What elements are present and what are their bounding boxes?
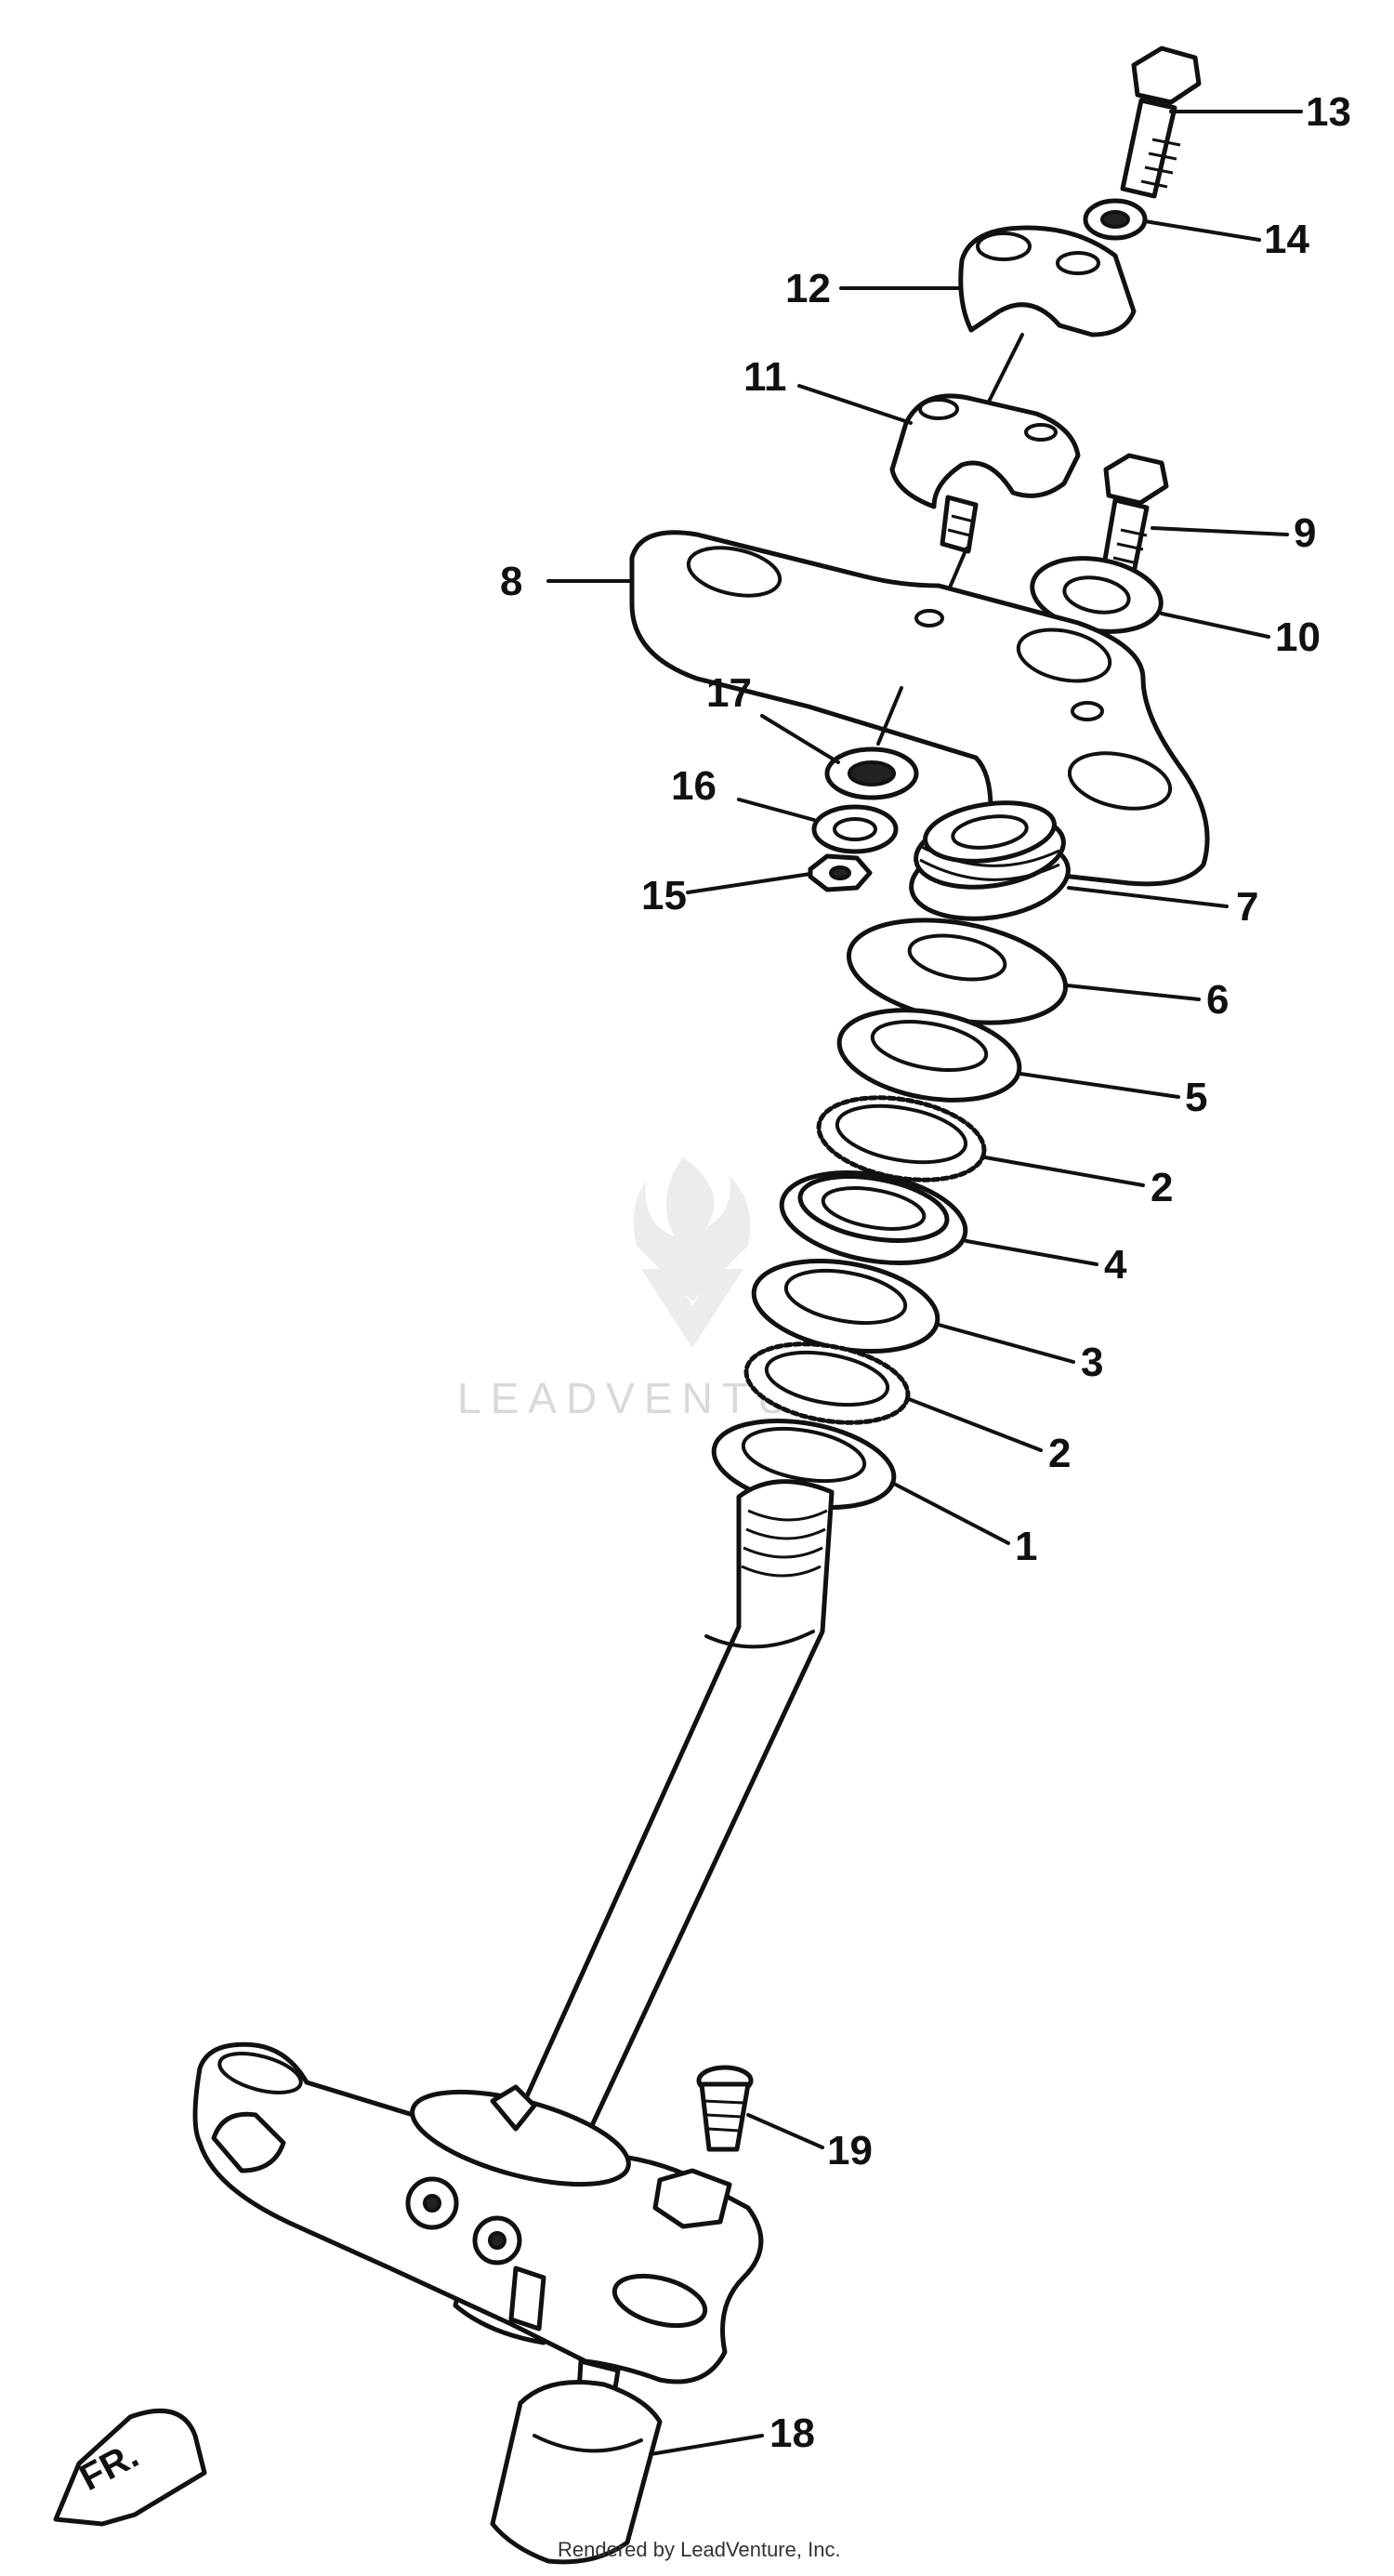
part-17-nut <box>824 746 919 800</box>
callout-5: 5 <box>1185 1075 1207 1120</box>
part-9-bolt <box>1101 453 1169 575</box>
part-4-race <box>779 1169 968 1266</box>
part-10-washer <box>1030 556 1164 634</box>
callout-18: 18 <box>769 2411 815 2456</box>
callout-2-upper: 2 <box>1151 1165 1173 1210</box>
callout-8: 8 <box>500 559 522 604</box>
callout-14: 14 <box>1264 217 1309 262</box>
part-5-washer <box>836 1008 1022 1103</box>
callout-7: 7 <box>1236 884 1258 930</box>
callout-2-lower: 2 <box>1048 1431 1071 1476</box>
callout-9: 9 <box>1294 510 1316 556</box>
part-lower-bracket <box>192 2041 764 2384</box>
front-direction-arrow: FR. <box>53 2408 207 2527</box>
callout-4: 4 <box>1104 1242 1127 1288</box>
callout-19: 19 <box>827 2128 873 2173</box>
callout-1: 1 <box>1015 1524 1037 1569</box>
callout-6: 6 <box>1206 977 1229 1023</box>
callout-13: 13 <box>1306 89 1351 135</box>
callout-11: 11 <box>743 354 787 400</box>
callout-16: 16 <box>671 763 717 809</box>
leader-lines <box>546 110 1303 2456</box>
part-2-bearing-lower <box>743 1341 911 1425</box>
part-14-washer <box>1083 198 1148 241</box>
part-8-upper-bracket <box>629 530 1210 887</box>
watermark-logo <box>633 1157 751 1348</box>
part-2-bearing-upper <box>816 1095 987 1182</box>
callout-17: 17 <box>706 670 752 716</box>
part-16-washer <box>811 804 899 854</box>
callout-15: 15 <box>641 873 687 918</box>
part-7-ring-nut <box>909 800 1071 921</box>
part-12-upper-holder <box>958 225 1137 337</box>
part-15-small-nut <box>808 853 873 892</box>
callout-10: 10 <box>1275 614 1321 660</box>
part-11-lower-holder <box>889 393 1081 554</box>
credit-text: Rendered by LeadVenture, Inc. <box>558 2538 841 2561</box>
callout-labels: 13 14 12 11 9 8 10 17 16 7 15 6 5 2 4 3 … <box>500 89 1351 2456</box>
part-13-bolt <box>1120 46 1202 199</box>
part-18-stem-collar <box>490 2358 663 2565</box>
part-6-washer <box>846 918 1069 1025</box>
callout-12: 12 <box>785 266 831 311</box>
callout-3: 3 <box>1081 1340 1103 1385</box>
part-19-bolt <box>696 2065 754 2152</box>
